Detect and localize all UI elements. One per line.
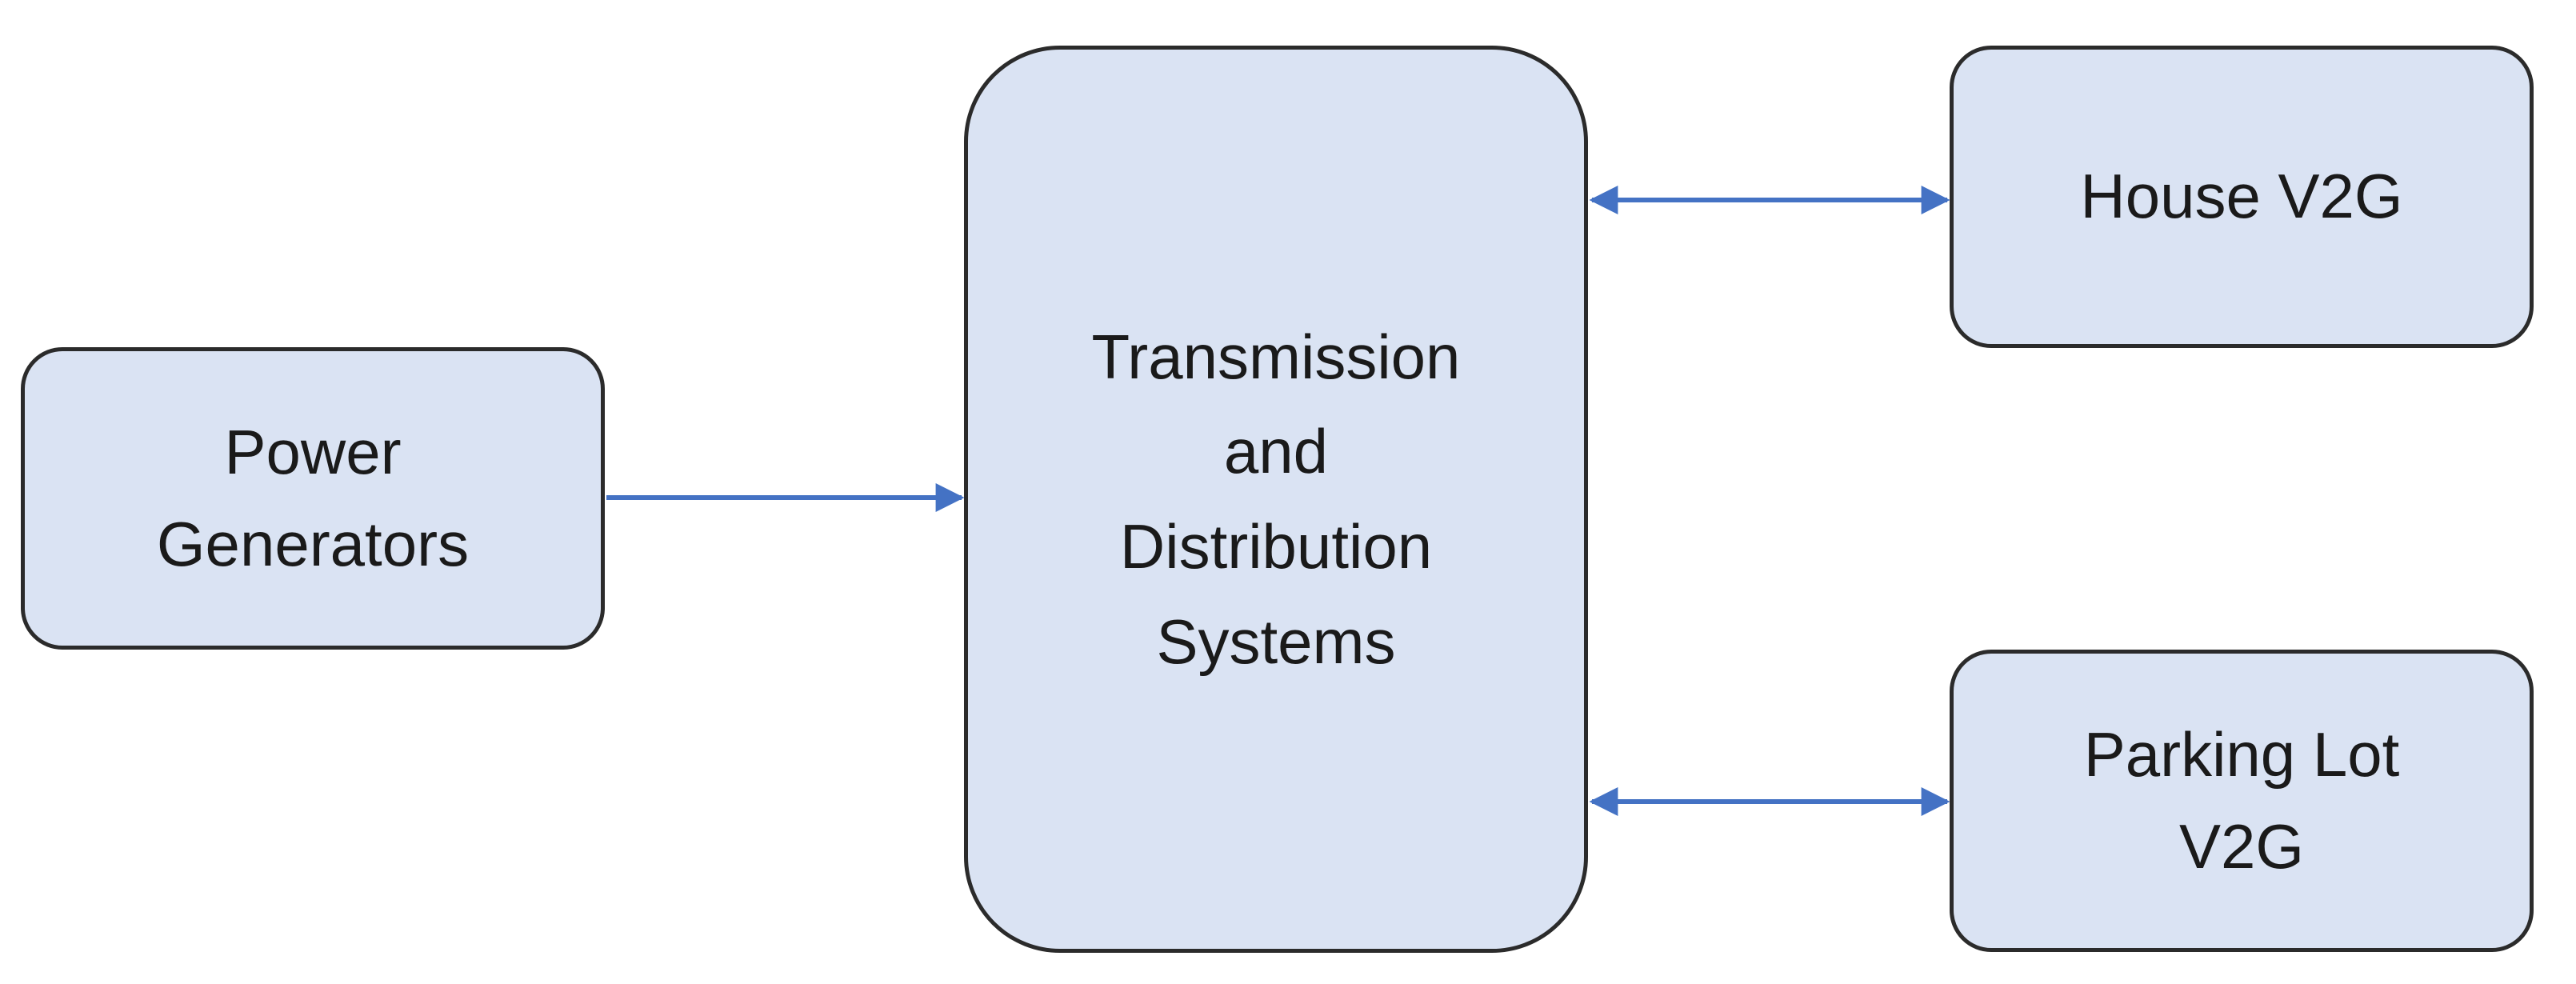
parking-lot-line-2: V2G bbox=[2178, 811, 2305, 882]
house-v2g-box: House V2G bbox=[1950, 46, 2534, 348]
parking-lot-v2g-box: Parking Lot V2G bbox=[1950, 650, 2534, 952]
transmission-line-1: Transmission bbox=[1091, 321, 1461, 392]
power-generators-line-2: Generators bbox=[156, 509, 470, 579]
transmission-line-3: Distribution bbox=[1119, 511, 1433, 582]
power-generators-box: Power Generators bbox=[21, 347, 605, 650]
transmission-distribution-box: Transmission and Distribution Systems bbox=[964, 46, 1588, 953]
transmission-line-2: and bbox=[1223, 416, 1329, 487]
power-generators-line-1: Power bbox=[224, 416, 402, 487]
parking-lot-line-1: Parking Lot bbox=[2083, 718, 2400, 790]
transmission-line-4: Systems bbox=[1156, 606, 1396, 677]
house-v2g-label: House V2G bbox=[2080, 161, 2403, 232]
